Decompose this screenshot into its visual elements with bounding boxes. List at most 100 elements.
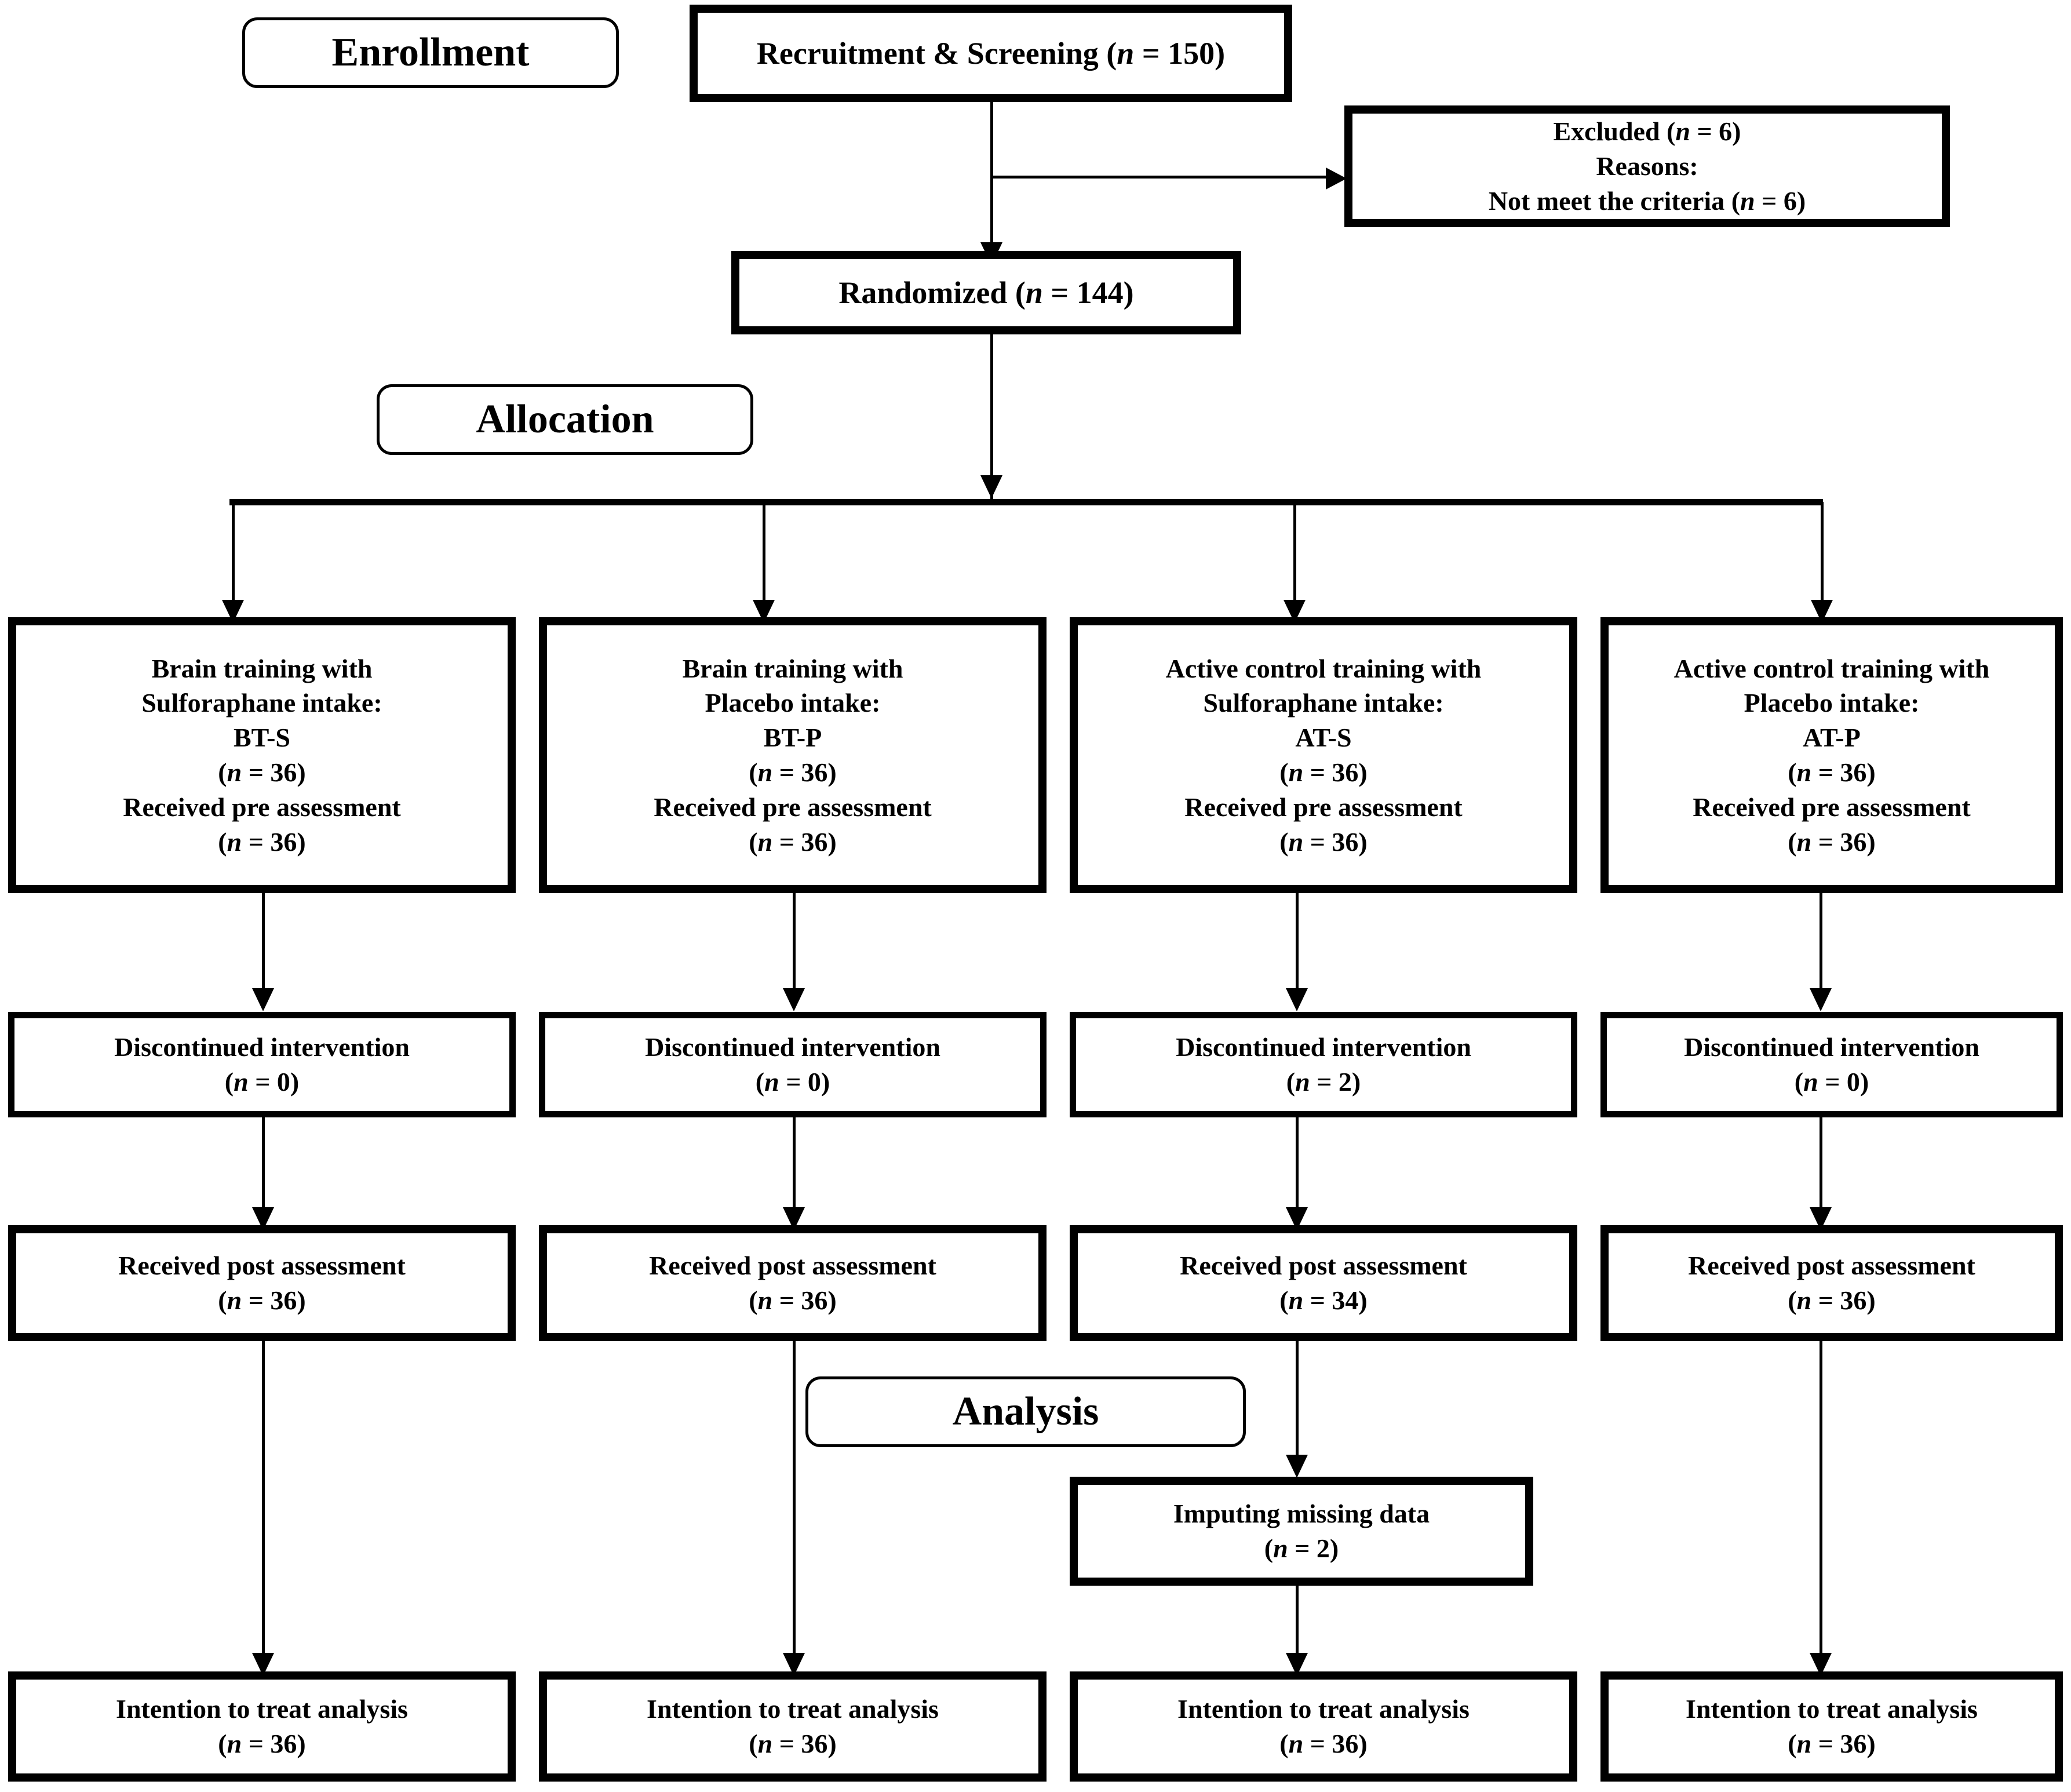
node-itt-at-p: Intention to treat analysis (n = 36) <box>1600 1671 2063 1782</box>
edge-split-to-arm-4 <box>1821 502 1824 624</box>
n-symbol: n <box>1803 1067 1818 1097</box>
node-discontinued-at-p: Discontinued intervention (n = 0) <box>1600 1012 2063 1117</box>
node-discontinued-at-s: Discontinued intervention (n = 2) <box>1070 1012 1577 1117</box>
arrowhead-discontinued-3 <box>1286 988 1308 1011</box>
edge-split-to-arm-2 <box>763 502 765 624</box>
edge-discontinued-to-post-1 <box>262 1117 265 1222</box>
node-itt-bt-p: Intention to treat analysis (n = 36) <box>539 1671 1047 1782</box>
edge-discontinued-to-post-2 <box>793 1117 796 1222</box>
randomized-line: Randomized (n = 144) <box>838 275 1134 310</box>
post-label: Received post assessment <box>649 1251 936 1281</box>
discontinued-label: Discontinued intervention <box>1684 1032 1979 1062</box>
node-allocation-bt-p: Brain training with Placebo intake: BT-P… <box>539 617 1047 893</box>
alloc-n2: (n = 36) <box>1788 826 1876 857</box>
n-symbol: n <box>1740 185 1755 216</box>
discontinued-n: (n = 0) <box>224 1067 300 1097</box>
node-post-assessment-at-s: Received post assessment (n = 34) <box>1070 1225 1577 1341</box>
n-symbol: n <box>1288 826 1304 857</box>
node-discontinued-bt-s: Discontinued intervention (n = 0) <box>8 1012 516 1117</box>
itt-n: (n = 36) <box>749 1729 837 1758</box>
arrowhead-excluded <box>1326 167 1347 190</box>
alloc-n2: (n = 36) <box>1279 826 1368 857</box>
alloc-line-2: Placebo intake: <box>1744 688 1920 718</box>
allocation-split-bus <box>229 499 1823 505</box>
edge-alloc-to-discontinued-2 <box>793 893 796 1003</box>
edge-split-to-arm-1 <box>232 502 235 624</box>
alloc-arm-code: BT-S <box>233 723 291 753</box>
node-imputing-missing-data: Imputing missing data (n = 2) <box>1070 1477 1533 1586</box>
alloc-n: (n = 36) <box>749 757 837 787</box>
imputing-label: Imputing missing data <box>1173 1499 1430 1529</box>
n-symbol: n <box>1288 1729 1304 1758</box>
edge-randomized-to-split <box>990 334 993 502</box>
n-symbol: n <box>1295 1067 1310 1097</box>
alloc-line-1: Brain training with <box>151 653 373 683</box>
arrowhead-imputing <box>1286 1455 1308 1478</box>
post-n: (n = 36) <box>1788 1285 1876 1315</box>
n-symbol: n <box>1117 35 1135 71</box>
post-label: Received post assessment <box>1688 1251 1975 1281</box>
node-excluded: Excluded (n = 6) Reasons: Not meet the c… <box>1344 105 1950 227</box>
n-symbol: n <box>764 1067 779 1097</box>
alloc-line-2: Placebo intake: <box>705 688 881 718</box>
alloc-line-4: Received pre assessment <box>1184 792 1463 822</box>
n-symbol: n <box>757 757 773 787</box>
stage-label-enrollment: Enrollment <box>242 17 619 88</box>
discontinued-n: (n = 0) <box>755 1067 830 1097</box>
n-symbol: n <box>757 1729 773 1758</box>
post-label: Received post assessment <box>1180 1251 1467 1281</box>
stage-enrollment-text: Enrollment <box>331 30 530 75</box>
discontinued-n: (n = 2) <box>1286 1067 1361 1097</box>
alloc-n: (n = 36) <box>1279 757 1368 787</box>
node-post-assessment-bt-s: Received post assessment (n = 36) <box>8 1225 516 1341</box>
node-allocation-bt-s: Brain training with Sulforaphane intake:… <box>8 617 516 893</box>
alloc-line-4: Received pre assessment <box>1693 792 1971 822</box>
n-symbol: n <box>1288 1285 1304 1315</box>
n-symbol: n <box>1025 275 1043 310</box>
discontinued-label: Discontinued intervention <box>645 1032 940 1062</box>
arrowhead-split <box>980 475 1002 498</box>
edge-post-to-imputing <box>1296 1341 1299 1469</box>
alloc-n: (n = 36) <box>218 757 306 787</box>
stage-label-allocation: Allocation <box>377 384 753 455</box>
n-symbol: n <box>227 1285 242 1315</box>
post-n: (n = 36) <box>218 1285 306 1315</box>
n-symbol: n <box>227 1729 242 1758</box>
node-itt-at-s: Intention to treat analysis (n = 36) <box>1070 1671 1577 1782</box>
arrowhead-discontinued-1 <box>252 988 274 1011</box>
node-allocation-at-s: Active control training with Sulforaphan… <box>1070 617 1577 893</box>
stage-allocation-text: Allocation <box>476 397 654 442</box>
n-symbol: n <box>1796 757 1812 787</box>
node-randomized: Randomized (n = 144) <box>731 251 1241 334</box>
alloc-line-1: Active control training with <box>1673 653 1990 683</box>
n-symbol: n <box>1675 116 1690 147</box>
alloc-arm-code: AT-S <box>1295 723 1352 753</box>
itt-label: Intention to treat analysis <box>1686 1694 1978 1724</box>
node-post-assessment-bt-p: Received post assessment (n = 36) <box>539 1225 1047 1341</box>
edge-to-excluded <box>990 176 1340 179</box>
discontinued-n: (n = 0) <box>1794 1067 1869 1097</box>
n-symbol: n <box>1796 826 1812 857</box>
n-symbol: n <box>757 826 773 857</box>
n-symbol: n <box>757 1285 773 1315</box>
n-symbol: n <box>1288 757 1304 787</box>
alloc-line-1: Brain training with <box>682 653 903 683</box>
discontinued-label: Discontinued intervention <box>1176 1032 1471 1062</box>
itt-n: (n = 36) <box>1788 1729 1876 1758</box>
arrowhead-discontinued-2 <box>783 988 805 1011</box>
n-symbol: n <box>1273 1534 1288 1563</box>
post-n: (n = 36) <box>749 1285 837 1315</box>
n-symbol: n <box>1796 1729 1812 1758</box>
recruitment-line: Recruitment & Screening (n = 150) <box>756 35 1226 71</box>
stage-analysis-text: Analysis <box>952 1389 1099 1434</box>
itt-n: (n = 36) <box>218 1729 306 1758</box>
post-label: Received post assessment <box>118 1251 406 1281</box>
alloc-line-1: Active control training with <box>1165 653 1482 683</box>
excluded-line-3: Not meet the criteria (n = 6) <box>1488 185 1806 216</box>
stage-label-analysis: Analysis <box>805 1376 1246 1447</box>
edge-alloc-to-discontinued-1 <box>262 893 265 1003</box>
itt-label: Intention to treat analysis <box>1177 1694 1470 1724</box>
n-symbol: n <box>1796 1285 1812 1315</box>
itt-label: Intention to treat analysis <box>647 1694 939 1724</box>
